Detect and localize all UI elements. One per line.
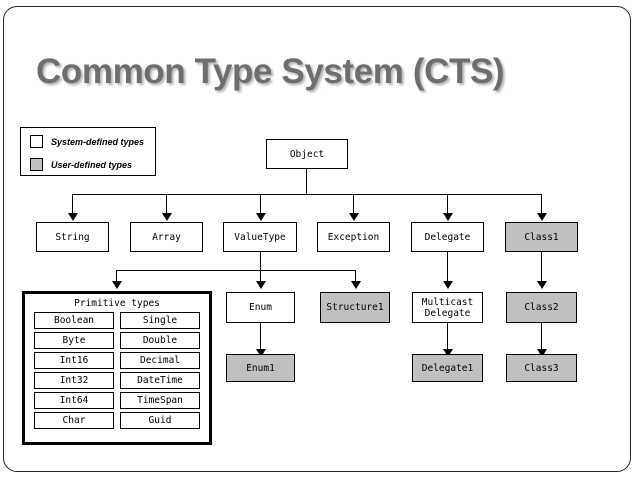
primitive-cell-int64[interactable]: Int64 [34, 392, 114, 409]
node-object[interactable]: Object [266, 139, 348, 169]
node-enum1[interactable]: Enum1 [226, 354, 295, 382]
page-title: Common Type System (CTS) [36, 52, 505, 91]
primitive-cell-byte[interactable]: Byte [34, 332, 114, 349]
arrowhead-class3 [537, 349, 547, 357]
node-valuetype[interactable]: ValueType [223, 222, 297, 252]
node-delegate[interactable]: Delegate [411, 222, 484, 252]
connector-drop-class1 [541, 194, 543, 215]
primitive-cell-int16[interactable]: Int16 [34, 352, 114, 369]
legend-swatch-white-icon [30, 135, 43, 148]
connector-class1-to-class2 [541, 252, 543, 283]
node-class2[interactable]: Class2 [506, 292, 577, 323]
primitive-types-title: Primitive types [74, 298, 160, 309]
legend-item-system-defined: System-defined types [30, 130, 155, 153]
connector-multicast-to-delegate1 [447, 323, 449, 351]
legend-item-user-defined: User-defined types [30, 153, 155, 176]
arrowhead-primitive-types [112, 281, 122, 289]
arrowhead-exception [349, 213, 359, 221]
node-array[interactable]: Array [130, 222, 203, 252]
arrowhead-multicast-delegate [443, 281, 453, 289]
primitive-cell-guid[interactable]: Guid [120, 412, 200, 429]
connector-drop-enum [260, 270, 262, 283]
connector-level2-bus [72, 194, 542, 196]
node-exception[interactable]: Exception [317, 222, 390, 252]
node-class1[interactable]: Class1 [505, 222, 578, 252]
arrowhead-delegate [443, 213, 453, 221]
arrowhead-valuetype [256, 213, 266, 221]
primitive-cell-datetime[interactable]: DateTime [120, 372, 200, 389]
connector-drop-array [166, 194, 168, 215]
connector-drop-valuetype [260, 194, 262, 215]
arrowhead-string [68, 213, 78, 221]
primitive-cell-double[interactable]: Double [120, 332, 200, 349]
node-delegate1[interactable]: Delegate1 [412, 354, 483, 382]
connector-drop-primitive [116, 270, 118, 283]
primitive-cell-boolean[interactable]: Boolean [34, 312, 114, 329]
connector-drop-delegate [447, 194, 449, 215]
connector-class2-to-class3 [541, 323, 543, 351]
node-enum[interactable]: Enum [226, 292, 295, 323]
connector-valuetype-bus [116, 270, 356, 272]
arrowhead-enum1 [256, 349, 266, 357]
connector-object-trunk [306, 169, 308, 194]
primitive-cell-decimal[interactable]: Decimal [120, 352, 200, 369]
arrowhead-delegate1 [443, 349, 453, 357]
primitive-types-group: Primitive types Boolean Single Byte Doub… [22, 291, 212, 445]
primitive-cell-char[interactable]: Char [34, 412, 114, 429]
connector-enum-to-enum1 [260, 323, 262, 351]
primitive-types-grid: Boolean Single Byte Double Int16 Decimal… [25, 312, 209, 429]
arrowhead-class1 [537, 213, 547, 221]
node-structure1[interactable]: Structure1 [320, 292, 390, 323]
legend-label-system-defined: System-defined types [51, 136, 145, 147]
node-multicast-delegate[interactable]: Multicast Delegate [412, 292, 483, 323]
arrowhead-array [162, 213, 172, 221]
connector-valuetype-trunk [260, 252, 262, 270]
arrowhead-enum [256, 281, 266, 289]
arrowhead-structure1 [351, 281, 361, 289]
connector-drop-string [72, 194, 74, 215]
node-string[interactable]: String [36, 222, 109, 252]
arrowhead-class2 [537, 281, 547, 289]
legend-label-user-defined: User-defined types [51, 159, 133, 170]
connector-drop-exception [353, 194, 355, 215]
connector-delegate-to-multicast [447, 252, 449, 283]
primitive-cell-single[interactable]: Single [120, 312, 200, 329]
primitive-cell-timespan[interactable]: TimeSpan [120, 392, 200, 409]
legend: System-defined types User-defined types [20, 127, 156, 176]
connector-drop-structure1 [355, 270, 357, 283]
node-class3[interactable]: Class3 [506, 354, 577, 382]
primitive-cell-int32[interactable]: Int32 [34, 372, 114, 389]
legend-swatch-gray-icon [30, 158, 43, 171]
